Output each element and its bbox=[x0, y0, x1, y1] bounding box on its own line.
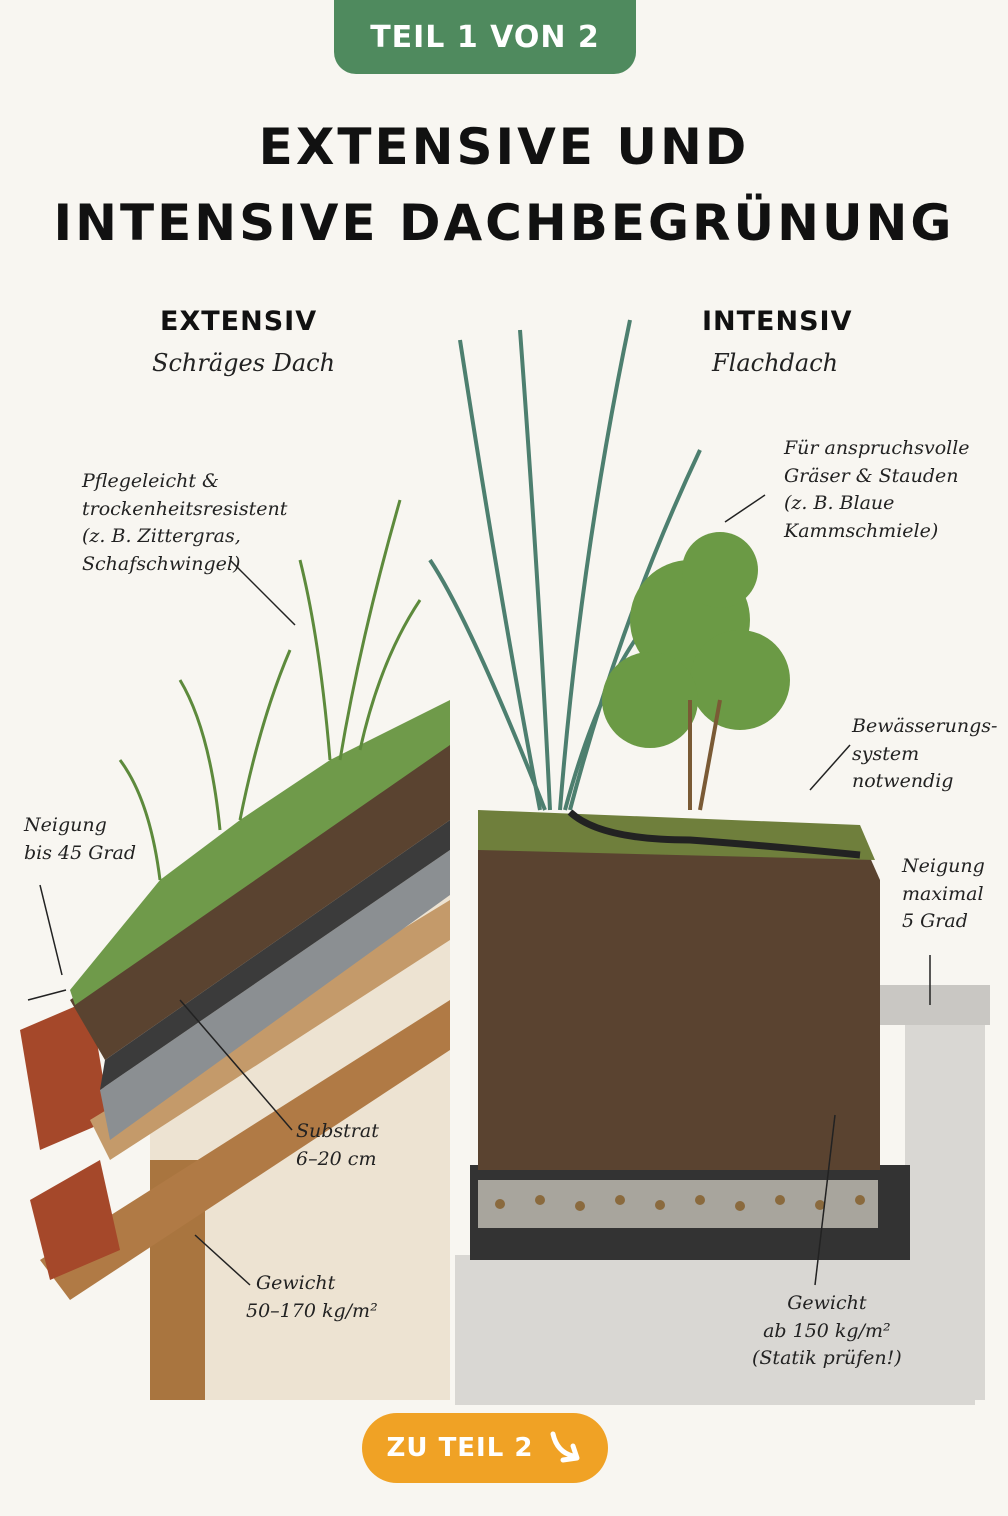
intensiv-heading: INTENSIV bbox=[702, 306, 853, 337]
intensiv-irrigation-note: Bewässerungs-system notwendig bbox=[852, 715, 998, 793]
intensiv-subheading: Flachdach bbox=[712, 349, 839, 377]
leader-lines bbox=[27, 494, 931, 1286]
extensive-roof-section bbox=[20, 499, 450, 1400]
part-badge: TEIL 1 VON 2 bbox=[334, 0, 636, 74]
arrow-down-right-icon bbox=[550, 1431, 580, 1463]
extensiv-plants-note: Pflegeleicht &trockenheitsresistent (z. … bbox=[82, 470, 288, 575]
next-part-label: ZU TEIL 2 bbox=[386, 1433, 534, 1463]
extensiv-heading: EXTENSIV bbox=[160, 306, 318, 337]
intensive-roof-section bbox=[428, 319, 990, 1405]
page-title-line-2: INTENSIVE DACHBEGRÜNUNG bbox=[53, 194, 955, 252]
next-part-button[interactable]: ZU TEIL 2 bbox=[362, 1413, 608, 1483]
extensiv-subheading: Schräges Dach bbox=[152, 349, 336, 377]
page-title-line-1: EXTENSIVE UND bbox=[258, 118, 750, 176]
